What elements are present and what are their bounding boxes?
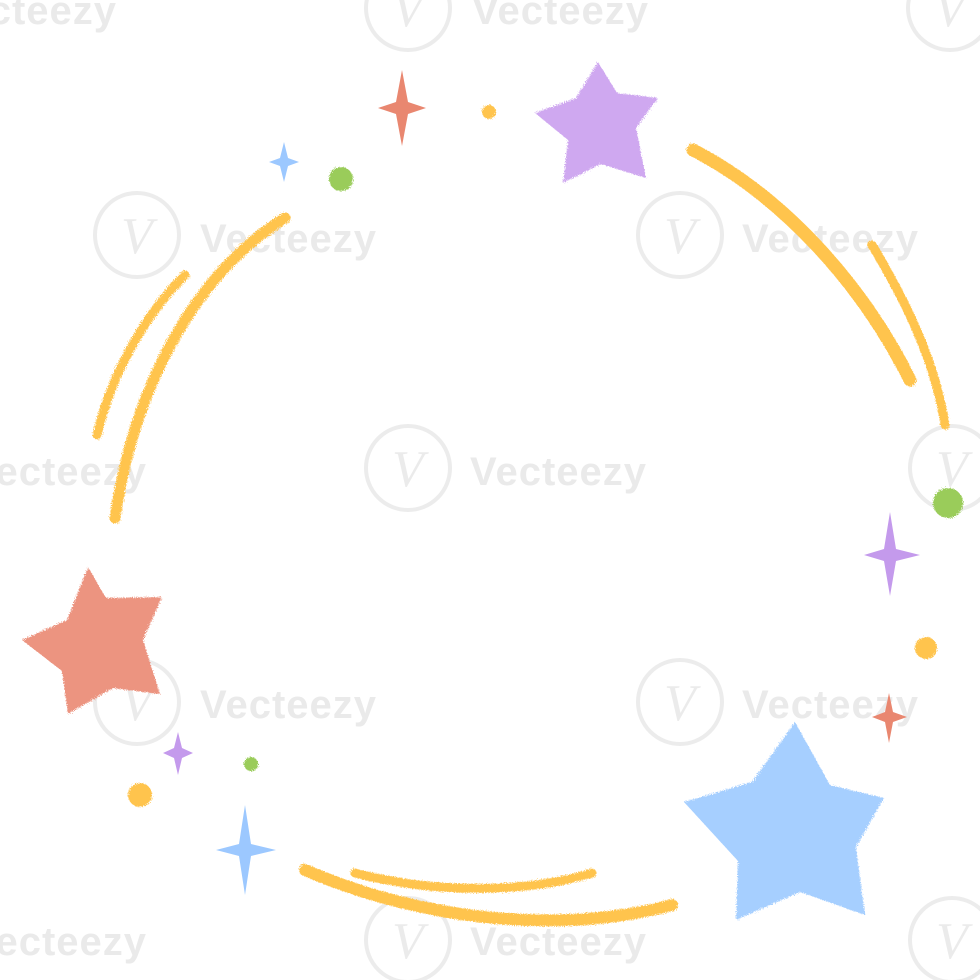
- green-dot-icon: [329, 167, 353, 191]
- arc-bottom-outer: [299, 864, 678, 927]
- watermark-text: Vecteezy: [0, 0, 117, 33]
- purple-sparkle-icon: [864, 512, 920, 596]
- green-dot-icon: [244, 757, 258, 771]
- arc-left-outer: [109, 212, 291, 524]
- green-dot-icon: [933, 488, 963, 518]
- watermark-text: Vecteezy: [200, 217, 377, 261]
- blue-star-icon: [684, 722, 884, 920]
- watermark-logo: [636, 191, 724, 279]
- coral-sparkle-icon: [378, 70, 426, 146]
- sparkles: [163, 70, 920, 895]
- stars: [22, 62, 884, 920]
- watermark-text: Vecteezy: [470, 450, 647, 494]
- watermark-logo: [364, 0, 452, 52]
- watermark-text: Vecteezy: [472, 0, 649, 33]
- blue-sparkle-icon: [269, 142, 299, 182]
- watermark-logo: [364, 424, 452, 512]
- watermark-logo: [636, 658, 724, 746]
- watermark-logo: [93, 191, 181, 279]
- arc-bottom-inner: [350, 868, 597, 893]
- dots: [128, 105, 963, 807]
- watermark-text: Vecteezy: [200, 683, 377, 727]
- arc-top-right-outer: [686, 143, 917, 387]
- watermark-text: Vecteezy: [0, 920, 147, 964]
- purple-star-icon: [535, 62, 658, 183]
- blue-sparkle-icon: [216, 805, 276, 895]
- yellow-dot-icon: [128, 783, 152, 807]
- coral-sparkle-icon: [872, 693, 907, 743]
- coral-star-icon: [22, 567, 162, 714]
- watermark-logo: [908, 896, 980, 980]
- watermark-logo: [906, 0, 980, 52]
- watermark-text: Vecteezy: [470, 920, 647, 964]
- purple-sparkle-icon: [163, 732, 193, 775]
- yellow-dot-icon: [915, 637, 937, 659]
- yellow-dot-icon: [482, 105, 496, 119]
- arc-strokes: [92, 143, 950, 927]
- arc-top-right-inner: [867, 240, 950, 430]
- arc-left-inner: [92, 270, 190, 440]
